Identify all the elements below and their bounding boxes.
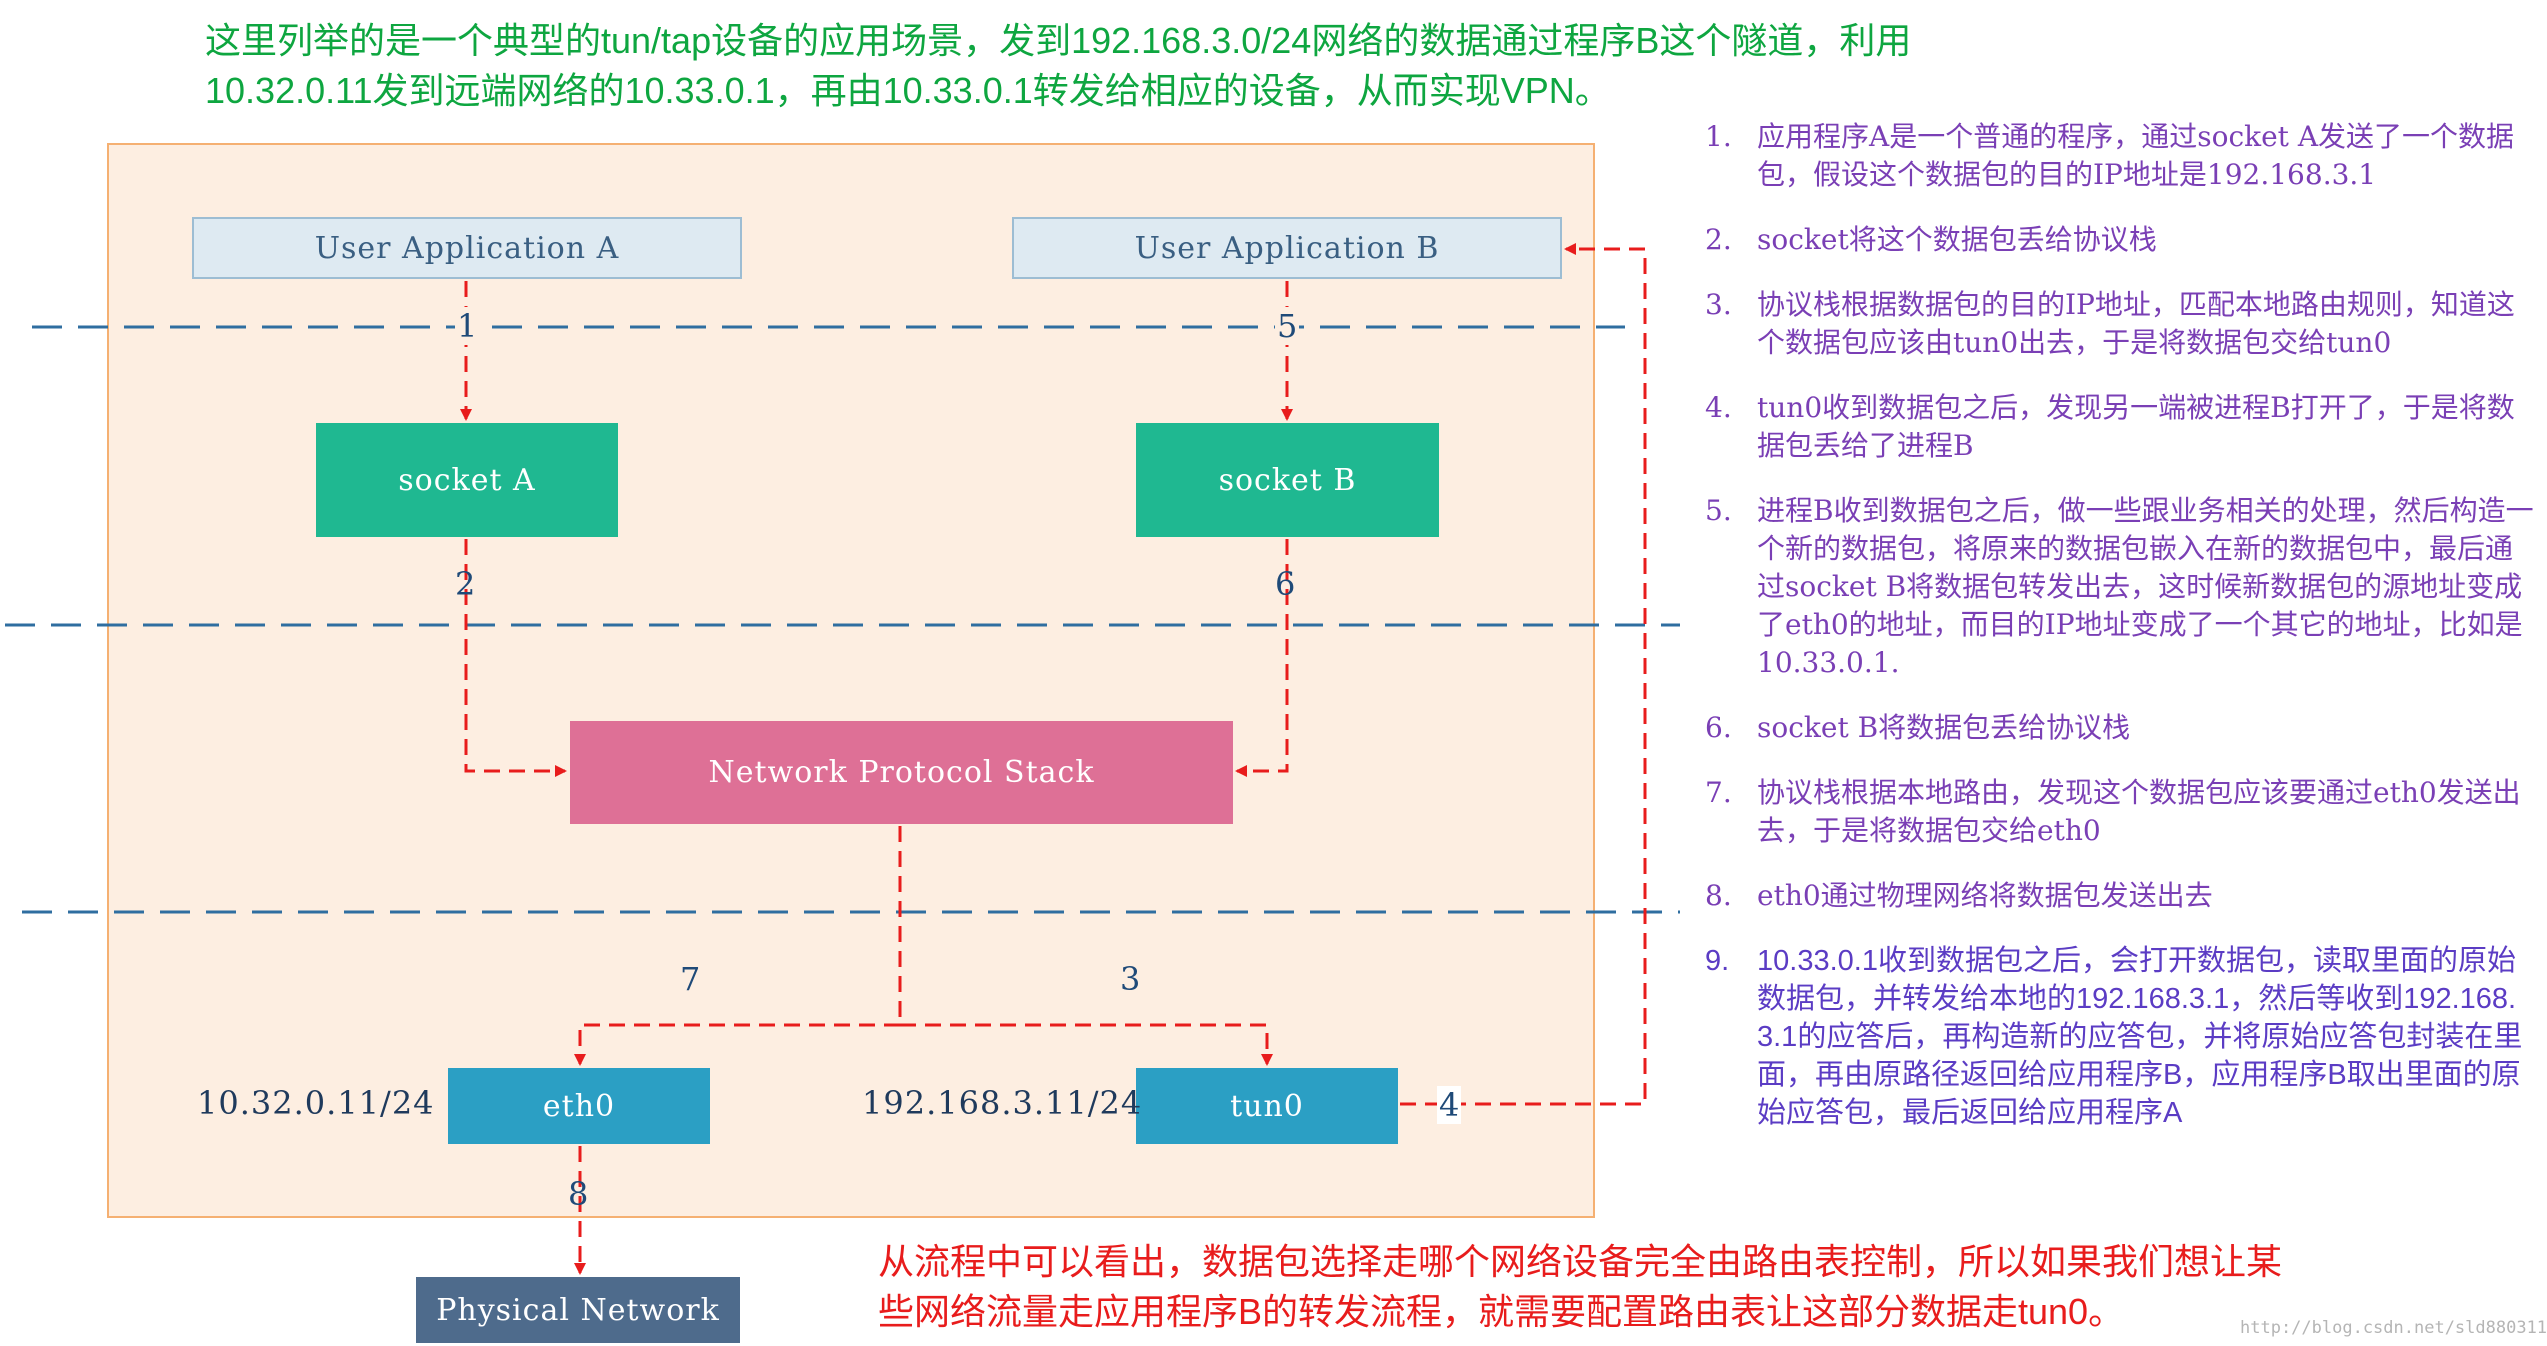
flow-label-4: 4 (1437, 1086, 1462, 1124)
flow-label-7: 7 (680, 960, 701, 998)
header-line-2: 10.32.0.11发到远端网络的10.33.0.1，再由10.33.0.1转发… (205, 70, 1611, 111)
flow-label-3: 3 (1120, 960, 1141, 998)
step-item-4: 4.tun0收到数据包之后，发现另一端被进程B打开了，于是将数据包丢给了进程B (1705, 391, 2515, 462)
note-line-1: 从流程中可以看出，数据包选择走哪个网络设备完全由路由表控制，所以如果我们想让某 (878, 1241, 2283, 1282)
arrow-4 (1400, 243, 1647, 1106)
socket-a-box: socket A (316, 423, 618, 537)
note-line-2: 些网络流量走应用程序B的转发流程，就需要配置路由表让这部分数据走tun0。 (878, 1291, 2125, 1332)
flow-label-5: 5 (1275, 307, 1300, 345)
step-item-5: 5.进程B收到数据包之后，做一些跟业务相关的处理，然后构造一个新的数据包，将原来… (1705, 494, 2534, 679)
step-item-3: 3.协议栈根据数据包的目的IP地址，匹配本地路由规则，知道这个数据包应该由tun… (1705, 288, 2515, 359)
socket-b-box: socket B (1136, 423, 1439, 537)
flow-label-8: 8 (568, 1175, 589, 1213)
step-item-2: 2.socket将这个数据包丢给协议栈 (1705, 223, 2157, 256)
step-item-1: 1.应用程序A是一个普通的程序，通过socket A发送了一个数据包，假设这个数… (1705, 120, 2515, 191)
network-protocol-stack-box: Network Protocol Stack (570, 721, 1233, 824)
eth0-box: eth0 (448, 1068, 710, 1144)
header-line-1: 这里列举的是一个典型的tun/tap设备的应用场景，发到192.168.3.0/… (205, 20, 1912, 61)
step-item-8: 8.eth0通过物理网络将数据包发送出去 (1705, 879, 2213, 912)
user-application-a-box: User Application A (192, 217, 742, 279)
tun0-box: tun0 (1136, 1068, 1398, 1144)
step-list: 1.应用程序A是一个普通的程序，通过socket A发送了一个数据包，假设这个数… (1705, 118, 2535, 1159)
eth0-ip-label: 10.32.0.11/24 (197, 1084, 435, 1122)
arrow-2 (464, 539, 567, 777)
flow-label-6: 6 (1275, 565, 1296, 603)
physical-network-box: Physical Network (416, 1277, 740, 1343)
user-application-b-box: User Application B (1012, 217, 1562, 279)
arrow-3 (900, 1023, 1273, 1066)
arrow-7 (574, 1023, 900, 1066)
step-item-6: 6.socket B将数据包丢给协议栈 (1705, 711, 2131, 744)
flow-label-1: 1 (455, 307, 480, 345)
watermark-text: http://blog.csdn.net/sld880311 (2240, 1318, 2547, 1338)
tun0-ip-label: 192.168.3.11/24 (862, 1084, 1143, 1122)
step-item-9: 9.10.33.0.1收到数据包之后，会打开数据包，读取里面的原始数据包，并转发… (1705, 945, 2523, 1129)
flow-label-2: 2 (455, 565, 476, 603)
step-item-7: 7.协议栈根据本地路由，发现这个数据包应该要通过eth0发送出去，于是将数据包交… (1705, 776, 2521, 847)
diagram-panel (107, 143, 1595, 1218)
arrow-6 (1235, 539, 1289, 777)
